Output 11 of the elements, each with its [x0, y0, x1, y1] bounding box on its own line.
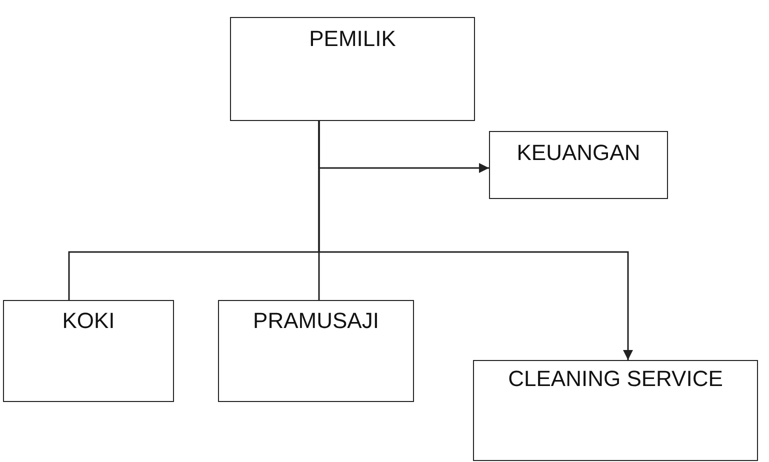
role-title: PRAMUSAJI	[253, 308, 379, 334]
arrow	[318, 121, 633, 360]
role-title: CLEANING SERVICE	[508, 366, 723, 392]
position-box	[230, 17, 475, 121]
position-box	[218, 300, 414, 402]
position-box	[3, 300, 174, 402]
role-title: KOKI	[62, 308, 115, 334]
role-title: KEUANGAN	[516, 140, 640, 166]
role-title: PEMILIK	[309, 26, 396, 52]
position-box	[489, 131, 668, 199]
position-box	[473, 360, 758, 461]
